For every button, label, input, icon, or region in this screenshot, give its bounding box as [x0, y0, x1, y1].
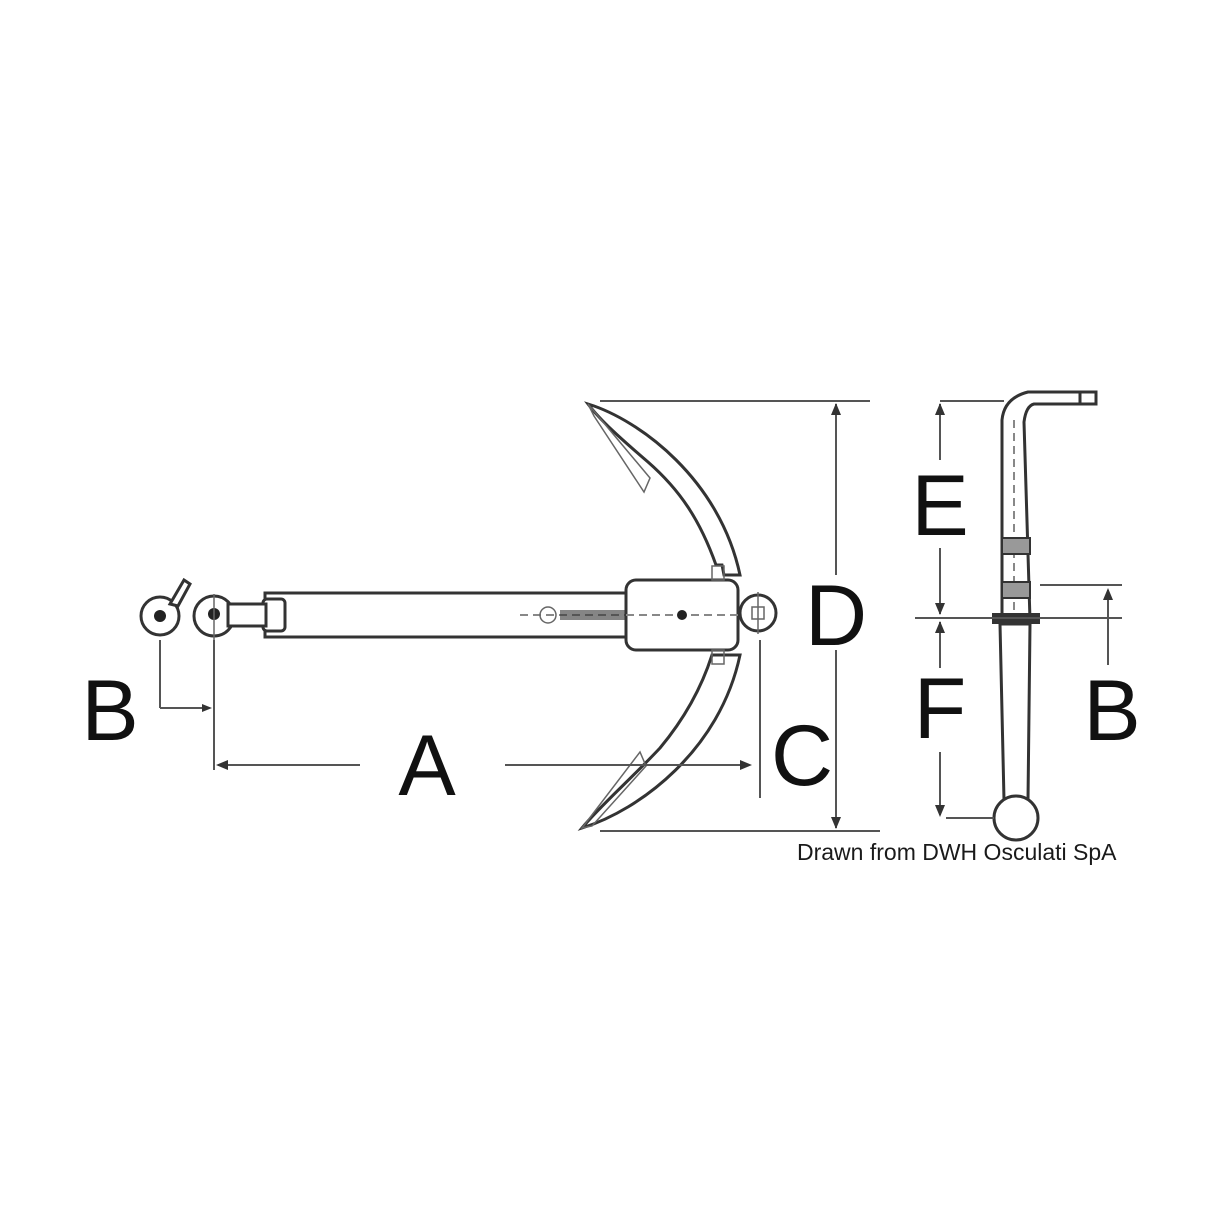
lower-fluke-stop: [711, 649, 725, 665]
dim-b-right-arrow: [1103, 588, 1113, 600]
dim-e-arrow-top: [935, 403, 945, 415]
shank-pin: [539, 606, 557, 624]
upper-fluke: [584, 401, 742, 577]
anchor-end-view: [992, 390, 1098, 842]
anchor-side-view: [139, 401, 778, 831]
dim-f-arrow-bottom: [935, 805, 945, 817]
dim-a-arrow-right: [740, 760, 752, 770]
dim-f-arrow-top: [935, 621, 945, 633]
end-view-ball: [992, 794, 1040, 842]
lower-fluke: [577, 653, 742, 831]
dim-b-arrow: [202, 704, 212, 712]
dim-d-arrow-bottom: [831, 817, 841, 829]
side-view-dimensions: B A C D: [81, 400, 880, 832]
locking-slot: [560, 610, 660, 620]
swivel-shaft: [226, 602, 268, 628]
end-view-dimensions: E F B: [911, 400, 1141, 819]
shackle-tab: [167, 577, 192, 608]
dim-e-arrow-bottom: [935, 603, 945, 615]
end-view-shank-tip: [1078, 390, 1098, 406]
shackle-pin: [154, 610, 166, 622]
upper-fluke-bevel: [587, 403, 651, 494]
drawing-credit: Drawn from DWH Osculati SpA: [797, 839, 1117, 865]
dim-label-d: D: [805, 568, 867, 664]
dim-label-f: F: [914, 661, 967, 757]
hub-pin: [677, 610, 687, 620]
upper-fluke-stop: [711, 565, 725, 581]
knurl-band-1: [1001, 537, 1031, 555]
dim-d-arrow-top: [831, 403, 841, 415]
dim-a-arrow-left: [216, 760, 228, 770]
knurl-band-2: [1001, 581, 1031, 599]
dim-label-b-right: B: [1083, 663, 1140, 759]
dim-label-a: A: [398, 718, 456, 814]
dim-label-c: C: [771, 708, 833, 804]
dim-label-e: E: [911, 458, 968, 554]
dim-label-b-left: B: [81, 663, 138, 759]
end-view-shank-lower: [998, 622, 1032, 802]
